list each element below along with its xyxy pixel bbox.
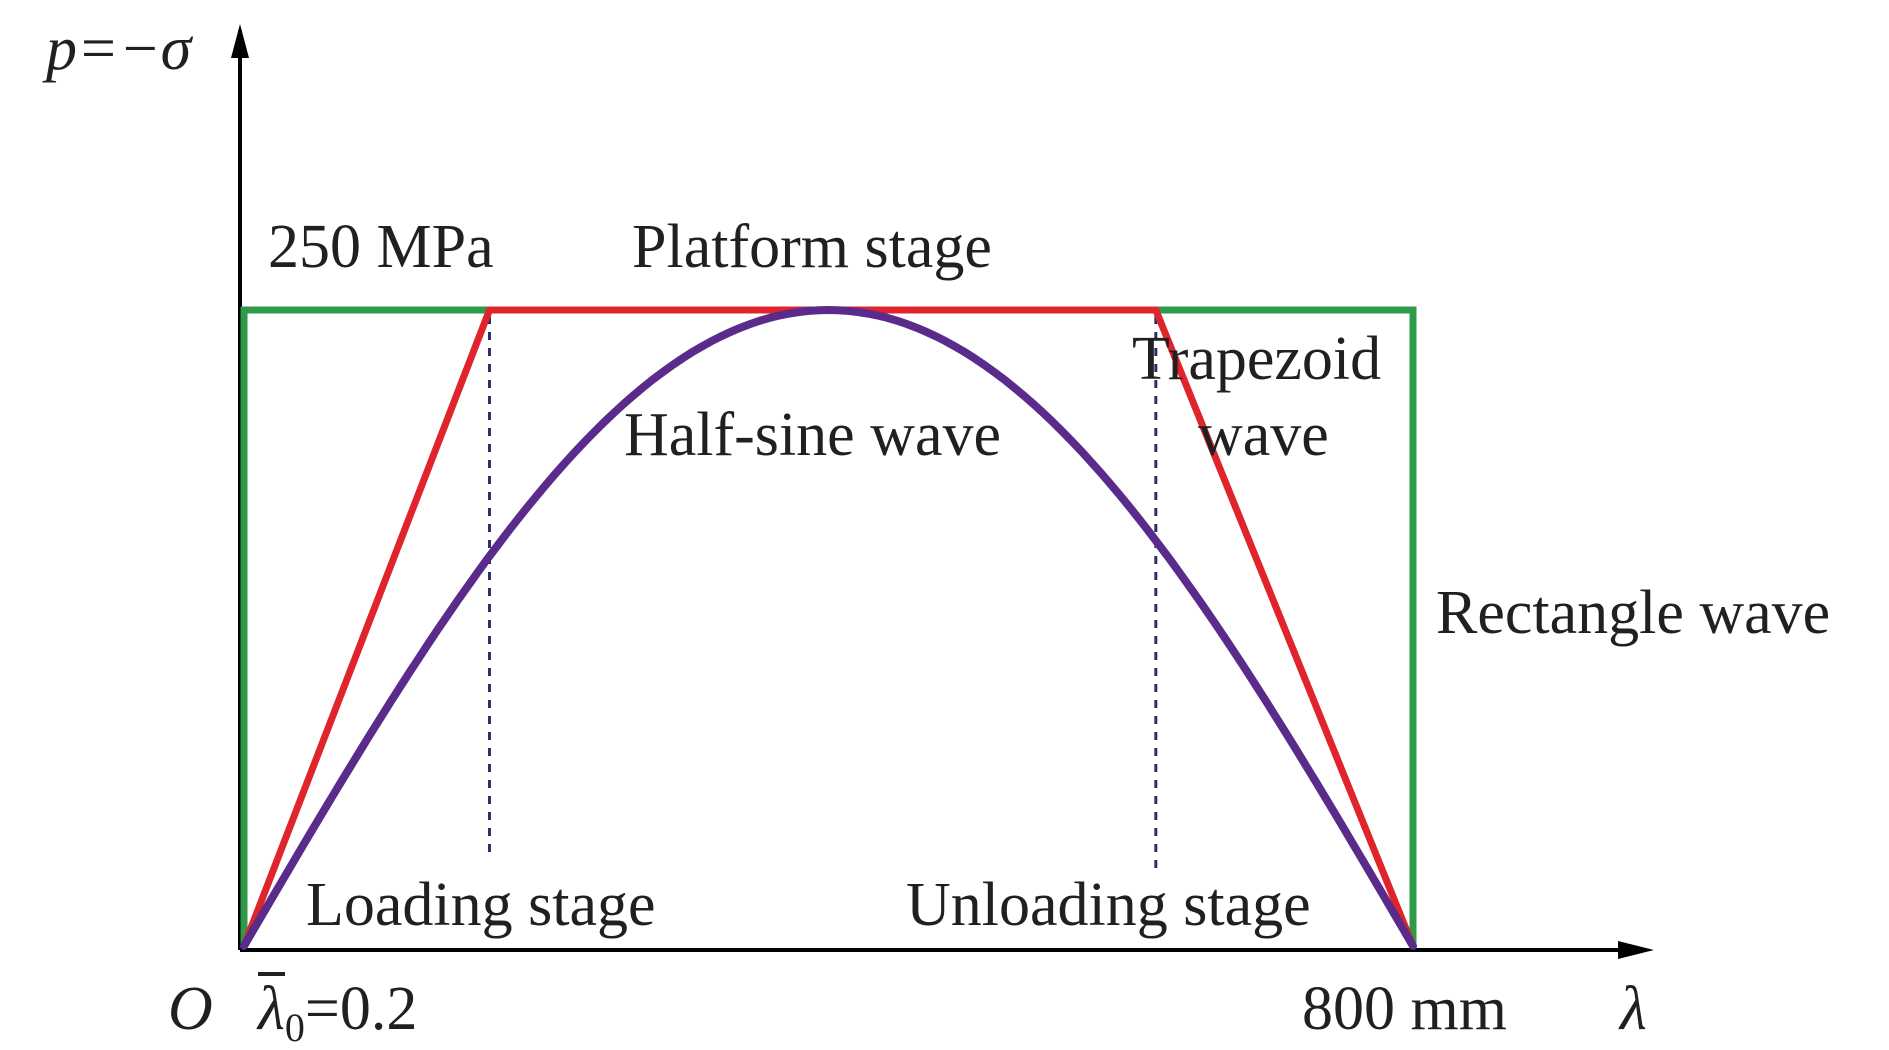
half-sine-label: Half-sine wave (624, 401, 1001, 469)
x-axis-label: λ (1620, 975, 1647, 1043)
lambda0-symbol: λ (258, 972, 285, 1040)
lambda0-value: =0.2 (304, 975, 418, 1043)
lambda0-subscript: 0 (284, 1005, 305, 1050)
y-axis-arrowhead (231, 24, 249, 58)
half-sine-wave-line (240, 305, 1417, 950)
peak-value-label: 250 MPa (268, 213, 494, 281)
y-axis-label: p=−σ (46, 15, 192, 83)
origin-label: O (168, 975, 213, 1043)
x-axis-arrowhead (1618, 941, 1654, 959)
end-length-label: 800 mm (1302, 975, 1507, 1043)
lambda0-label: λ0=0.2 (258, 972, 418, 1050)
trapezoid-label-line2: wave (1198, 401, 1329, 469)
loading-stage-label: Loading stage (306, 871, 656, 939)
trapezoid-label-line1: Trapezoid (1132, 325, 1382, 393)
platform-stage-label: Platform stage (632, 213, 992, 281)
rectangle-wave-label: Rectangle wave (1436, 579, 1831, 647)
unloading-stage-label: Unloading stage (906, 871, 1311, 939)
